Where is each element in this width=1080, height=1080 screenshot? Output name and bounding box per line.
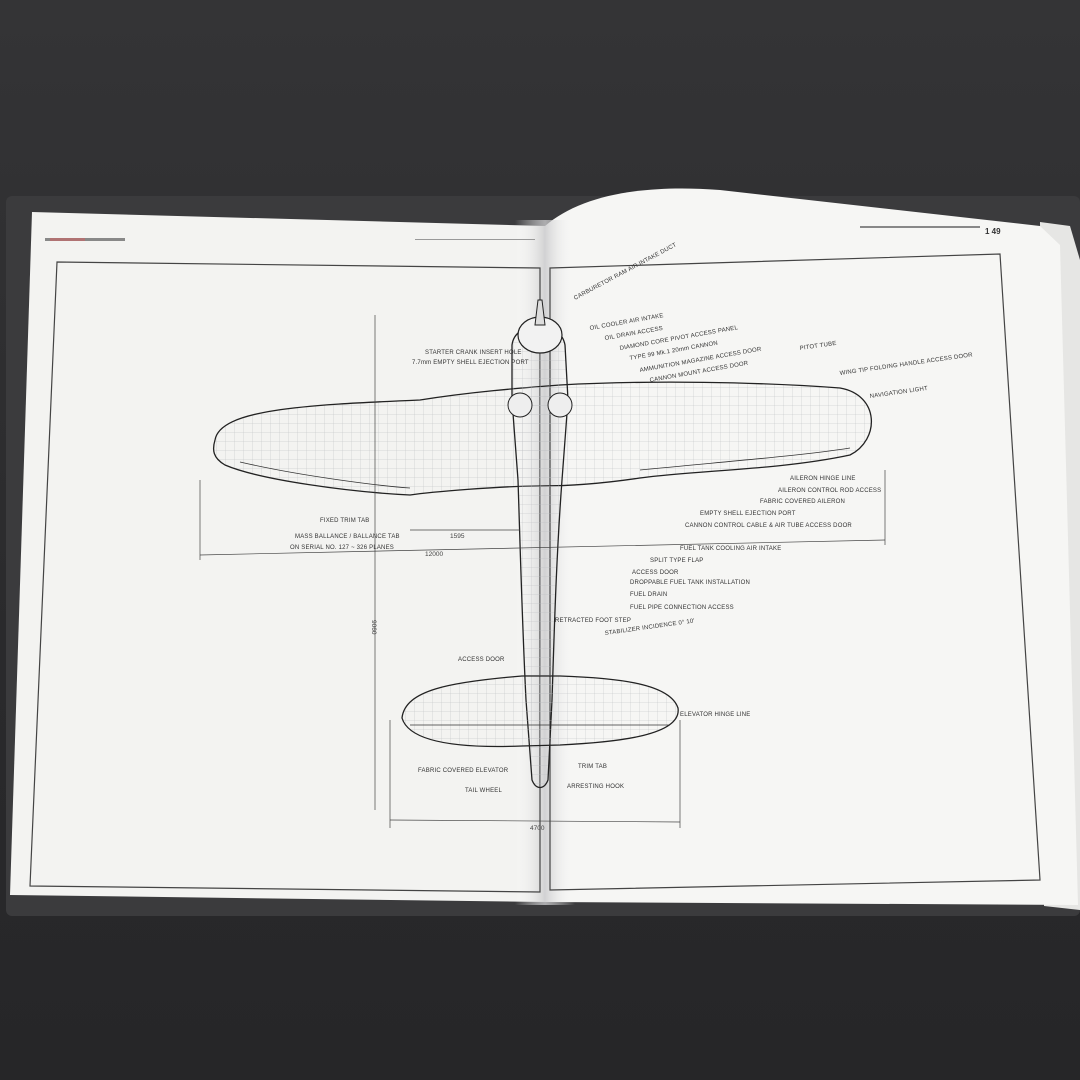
callout: MASS BALLANCE / BALLANCE TAB [295, 534, 400, 540]
callout: ACCESS DOOR [632, 570, 679, 576]
callout: TRIM TAB [578, 764, 607, 770]
callout: FUEL DRAIN [630, 592, 667, 598]
callout: 7.7mm EMPTY SHELL EJECTION PORT [412, 360, 529, 366]
callout: SPLIT TYPE FLAP [650, 558, 703, 564]
callout: STARTER CRANK INSERT HOLE [425, 350, 522, 356]
propeller-blade [534, 299, 546, 326]
callout: FUEL TANK COOLING AIR INTAKE [680, 546, 781, 552]
callout: EMPTY SHELL EJECTION PORT [700, 511, 796, 517]
dim-tailplane: 4700 [530, 825, 545, 832]
callout: AILERON HINGE LINE [790, 476, 856, 482]
callout: CANNON CONTROL CABLE & AIR TUBE ACCESS D… [685, 523, 852, 529]
callout: ELEVATOR HINGE LINE [680, 712, 751, 718]
tailplane-outline [401, 675, 679, 748]
left-page [10, 212, 545, 902]
aircraft-plan-drawing [212, 299, 873, 789]
callout: AILERON CONTROL ROD ACCESS [778, 488, 881, 494]
right-page [545, 188, 1078, 905]
page-number: 1 49 [985, 227, 1001, 236]
dim-aileron: 1595 [450, 533, 465, 540]
callout: PITOT TUBE [799, 341, 836, 352]
callout: FUEL PIPE CONNECTION ACCESS [630, 605, 734, 611]
callout: FIXED TRIM TAB [320, 518, 369, 524]
callout: ACCESS DOOR [458, 657, 505, 663]
dim-wingspan: 12000 [425, 551, 443, 558]
callout: RETRACTED FOOT STEP [555, 618, 631, 624]
callout: ON SERIAL NO. 127 ~ 326 PLANES [290, 545, 394, 551]
dimension-lines [199, 315, 886, 828]
callout: FABRIC COVERED ELEVATOR [418, 768, 509, 774]
callout: ARRESTING HOOK [567, 784, 624, 790]
dim-length: 9060 [370, 620, 377, 635]
callout: TAIL WHEEL [465, 788, 502, 794]
callout: FABRIC COVERED AILERON [760, 499, 845, 505]
oil-cooler [507, 392, 533, 418]
right-header-bar [860, 226, 980, 228]
callout: DROPPABLE FUEL TANK INSTALLATION [630, 580, 750, 586]
left-frame [29, 261, 541, 893]
